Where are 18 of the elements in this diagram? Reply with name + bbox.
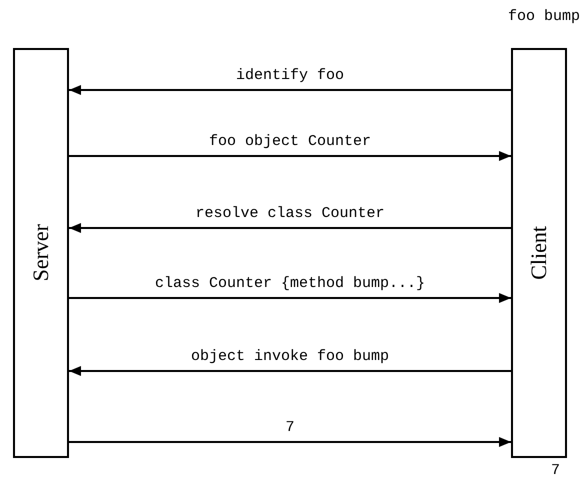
participant-name: Server <box>28 224 54 282</box>
lifeline-box <box>511 48 567 458</box>
participant-name: Client <box>526 226 552 280</box>
message-label: class Counter {method bump...} <box>154 276 426 292</box>
annotation-text: 7 <box>550 463 560 479</box>
message-arrow <box>69 151 511 161</box>
annotation-text: foo bump <box>508 9 580 25</box>
message-label: identify foo <box>236 68 344 84</box>
message-arrow <box>69 223 511 233</box>
message-label: foo object Counter <box>208 134 372 150</box>
message-arrow <box>69 366 511 376</box>
message-label: resolve class Counter <box>195 206 385 222</box>
message-arrow <box>69 293 511 303</box>
message-label: 7 <box>286 420 294 436</box>
lifeline-box <box>13 48 69 458</box>
message-arrow <box>69 437 511 447</box>
message-label: object invoke foo bump <box>190 349 390 365</box>
message-arrow <box>69 85 511 95</box>
